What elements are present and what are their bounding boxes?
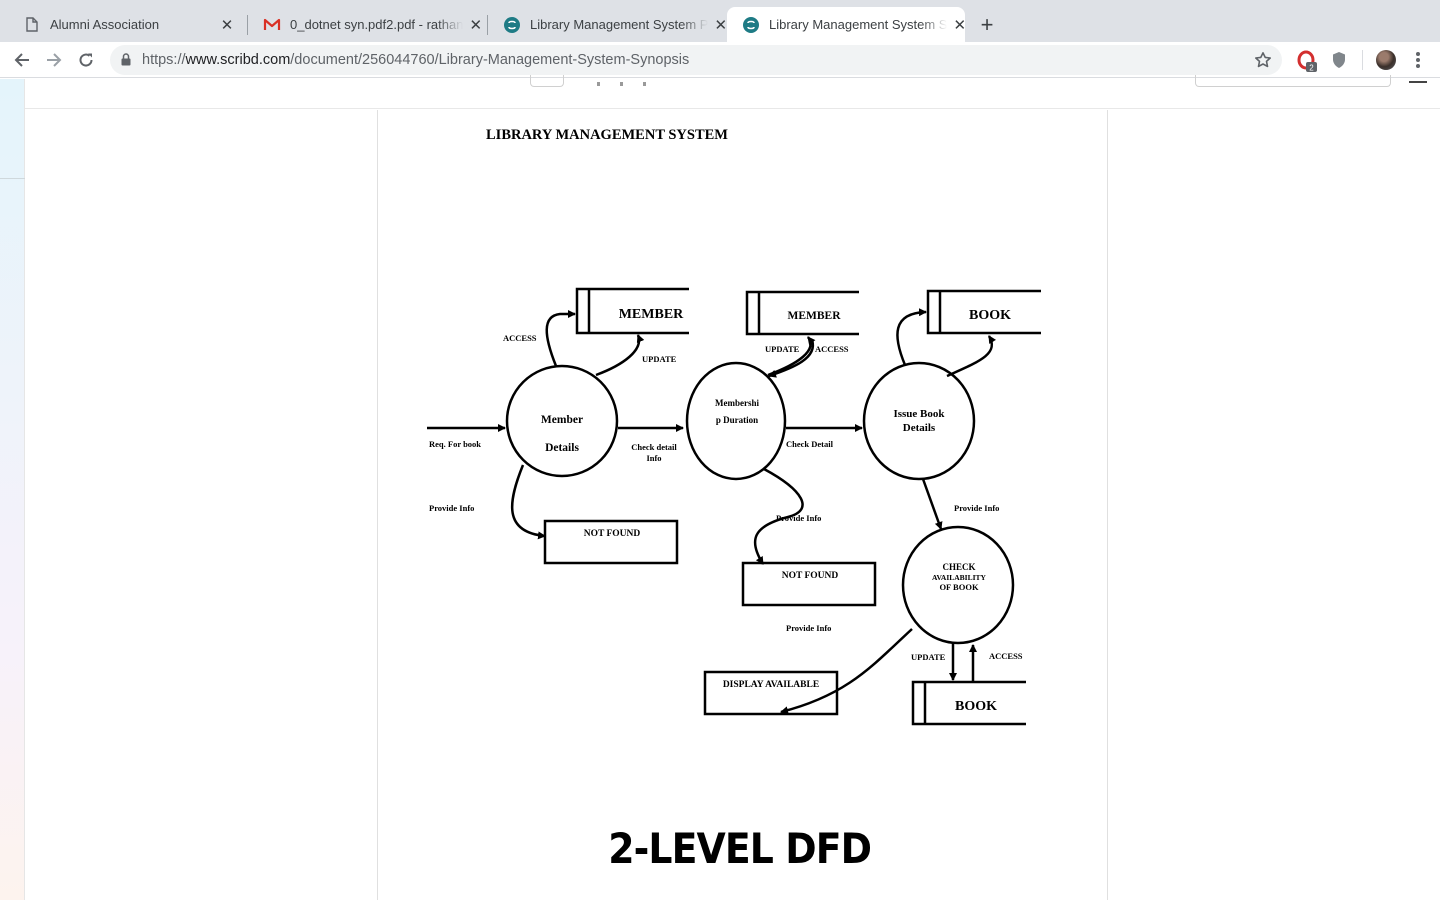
url-path: /document/256044760/Library-Management-S… xyxy=(290,52,690,68)
reader-button[interactable] xyxy=(530,75,564,87)
scribd-icon xyxy=(743,16,759,33)
check-line3: OF BOOK xyxy=(939,582,979,592)
book-store-1-label: BOOK xyxy=(969,308,1011,323)
document-title: LIBRARY MANAGEMENT SYSTEM xyxy=(486,127,728,143)
url-host: www.scribd.com xyxy=(185,52,291,68)
toolbar-divider xyxy=(1362,50,1363,70)
arrow-right-icon xyxy=(47,53,62,67)
member-details-line1: Member xyxy=(541,414,583,426)
check-line2: AVAILABILITY xyxy=(932,573,986,582)
browser-menu-button[interactable] xyxy=(1410,50,1426,70)
check-availability-process xyxy=(901,525,1015,645)
tab-title: Alumni Association xyxy=(50,17,160,32)
tab-alumni-association[interactable]: Alumni Association ✕ xyxy=(8,7,246,42)
flow-update-3: UPDATE xyxy=(911,652,946,662)
flow-check-detail-info-2: Info xyxy=(646,453,661,463)
flow-access-2: ACCESS xyxy=(815,344,849,354)
gmail-icon xyxy=(263,17,281,33)
issue-book-line2: Details xyxy=(903,422,936,434)
member-store-1 xyxy=(575,287,689,335)
new-tab-button[interactable]: + xyxy=(980,12,994,37)
close-icon[interactable]: ✕ xyxy=(714,16,728,34)
membership-line2: p Duration xyxy=(716,415,758,425)
member-details-line2: Details xyxy=(545,442,579,454)
flow-provide-info-3: Provide Info xyxy=(954,503,999,513)
flow-provide-info-4: Provide Info xyxy=(786,623,831,633)
browser-toolbar: https://www.scribd.com/document/25604476… xyxy=(0,42,1440,78)
dfd-level-caption: 2-LEVEL DFD xyxy=(608,824,872,873)
url-text: https://www.scribd.com/document/25604476… xyxy=(142,52,689,68)
document-search-input[interactable] xyxy=(1195,75,1391,87)
member-store-1-label: MEMBER xyxy=(619,307,684,322)
web-page: LIBRARY MANAGEMENT SYSTEM xyxy=(0,75,1440,900)
url-scheme: https:// xyxy=(142,52,186,68)
member-details-process xyxy=(505,364,619,478)
tab-strip: Alumni Association ✕ 0_dotnet syn.pdf2.p… xyxy=(0,0,1440,42)
tab-title: Library Management System S xyxy=(769,17,948,32)
issue-book-process xyxy=(862,361,976,481)
flow-access-1: ACCESS xyxy=(503,333,537,343)
back-button[interactable] xyxy=(8,46,36,74)
display-available-box xyxy=(703,670,839,716)
opera-extension-icon[interactable]: 2 xyxy=(1297,50,1317,73)
not-found-box-1 xyxy=(543,519,679,565)
flow-update-2: UPDATE xyxy=(765,344,800,354)
bookmark-star-icon[interactable] xyxy=(1254,51,1272,69)
tab-divider xyxy=(247,15,248,35)
tab-title: Library Management System P xyxy=(530,17,709,32)
flow-access-3: ACCESS xyxy=(989,651,1023,661)
reader-toolbar xyxy=(25,75,1440,109)
arrow-left-icon xyxy=(14,53,29,67)
issue-book-line1: Issue Book xyxy=(893,408,945,420)
flow-update-1: UPDATE xyxy=(642,354,677,364)
book-store-1 xyxy=(926,289,1041,335)
forward-button[interactable] xyxy=(40,46,68,74)
flow-provide-info-1: Provide Info xyxy=(429,503,474,513)
member-store-2 xyxy=(745,290,859,336)
reload-button[interactable] xyxy=(72,46,100,74)
book-store-2 xyxy=(911,680,1026,726)
tab-gmail-pdf[interactable]: 0_dotnet syn.pdf2.pdf - rathan ✕ xyxy=(248,7,486,42)
lock-icon xyxy=(121,53,131,66)
left-sidebar-rail xyxy=(0,79,25,900)
scribd-icon xyxy=(504,16,520,33)
address-bar[interactable]: https://www.scribd.com/document/25604476… xyxy=(110,45,1282,75)
reload-icon xyxy=(79,53,93,67)
profile-avatar[interactable] xyxy=(1376,50,1396,70)
document-page: LIBRARY MANAGEMENT SYSTEM xyxy=(377,110,1108,900)
display-available-label: DISPLAY AVAILABLE xyxy=(723,680,819,690)
page-indicator xyxy=(597,73,707,86)
tab-title: 0_dotnet syn.pdf2.pdf - rathan xyxy=(290,17,464,32)
close-icon[interactable]: ✕ xyxy=(469,16,483,34)
membership-duration-process xyxy=(685,361,787,481)
document-icon xyxy=(24,17,40,33)
dfd-diagram: MEMBER MEMBER BOOK BOOK NOT FOUND NOT FO… xyxy=(427,287,1041,726)
extension-badge: 2 xyxy=(1309,64,1314,73)
not-found-box-2 xyxy=(741,561,877,607)
flow-req-for-book: Req. For book xyxy=(429,439,481,449)
shield-extension-icon[interactable] xyxy=(1331,51,1351,71)
fullscreen-icon[interactable] xyxy=(1409,75,1427,83)
not-found-1-label: NOT FOUND xyxy=(584,529,641,539)
tab-library-management-p[interactable]: Library Management System P ✕ xyxy=(488,7,728,42)
check-line1: CHECK xyxy=(942,562,975,572)
not-found-2-label: NOT FOUND xyxy=(782,571,839,581)
flow-check-detail: Check Detail xyxy=(786,439,834,449)
book-store-2-label: BOOK xyxy=(955,699,997,714)
membership-line1: Membershi xyxy=(715,398,759,408)
tab-divider xyxy=(487,15,488,35)
tab-library-management-s[interactable]: Library Management System S ✕ xyxy=(727,7,967,42)
flow-provide-info-2: Provide Info xyxy=(776,513,821,523)
member-store-2-label: MEMBER xyxy=(787,310,841,322)
flow-check-detail-info-1: Check detail xyxy=(631,442,677,452)
close-icon[interactable]: ✕ xyxy=(220,16,234,34)
close-icon[interactable]: ✕ xyxy=(953,16,967,34)
